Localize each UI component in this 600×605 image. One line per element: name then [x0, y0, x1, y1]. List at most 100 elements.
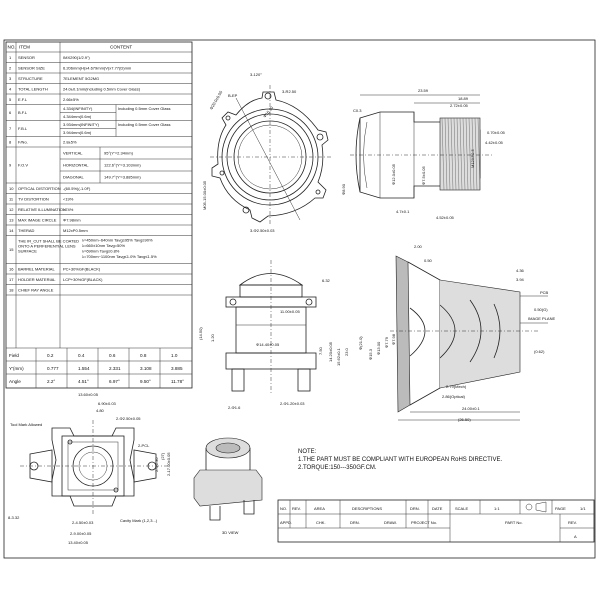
sec-t1: 2.00: [414, 244, 423, 249]
spec-row-content: 6.206mm(H)x4.679mm(V)x7.77(D)mm: [63, 65, 132, 70]
sv-d1: 0.70±0.05: [487, 130, 506, 135]
cra-field-cell: 0.6: [109, 353, 116, 358]
spec-row-item: SENSOR: [18, 55, 35, 60]
spec-row-item: THERAD: [18, 228, 35, 233]
spec-row-no: 6: [9, 110, 12, 115]
spec-row-no: 13: [9, 217, 14, 222]
spec-row-no: 11: [9, 196, 14, 201]
spec-row-item: HOLDER MATERIAL: [18, 277, 56, 282]
sec-r2: 3.94: [516, 277, 525, 282]
cra-angle-cell: 2.2°: [47, 379, 55, 384]
bv-e: (27): [160, 452, 165, 460]
sec-dia5: Φ7.98: [391, 333, 396, 345]
tb-scale: 1:1: [494, 506, 500, 511]
spec-row-no: 7: [9, 126, 12, 131]
sec-pcb: PCB: [540, 290, 549, 295]
spec-row-content: 4.334(INFINITY): [63, 106, 93, 111]
sec-v5: 24.00±0.1: [462, 406, 481, 411]
fv-h3: 7.50: [318, 346, 323, 355]
tb-date: DATE: [432, 506, 443, 511]
spec-row-content: PC+30%GF(BLACK): [63, 266, 101, 271]
bv-k: Cavity Mark (1,2,3...): [120, 518, 158, 523]
spec-row-no: 4: [9, 86, 12, 91]
sv-d2: 4.42±0.05: [485, 140, 504, 145]
spec-row-content: 3.934mm(INFINITY): [63, 122, 100, 127]
tv-c: B-EP: [228, 93, 238, 98]
iso-view: 3D VIEW: [193, 437, 263, 535]
cra-ymm-cell: 0.777: [47, 366, 59, 371]
spec-row-content: M12xP0.5mm: [63, 228, 88, 233]
fv-b1: 2-Φ1.6: [228, 405, 241, 410]
note-2: 2.TORQUE:150---350GF.CM.: [298, 465, 377, 471]
tb-rev2: REV.: [568, 520, 577, 525]
spec-row-content: >74%: [63, 207, 74, 212]
bv-w2: 6.90±0.03: [98, 401, 117, 406]
spec-row-item: STRUCTURE: [18, 76, 43, 81]
col-no: NO.: [8, 45, 16, 50]
spec-row-item: CHIEF RAY ANGLE: [18, 287, 54, 292]
tb-page: 1/1: [580, 506, 586, 511]
cra-ymm-cell: 3.108: [140, 366, 152, 371]
sv-d4: Φ12.0±0.05: [391, 163, 396, 185]
projection-symbol-icon: [525, 501, 547, 513]
spec-row-no: 15: [9, 247, 14, 252]
fov-value: 149.7°(Y'=3.885mm): [104, 175, 141, 180]
fov-label: VERTICAL: [63, 151, 83, 156]
spec-row-no: 14: [9, 228, 14, 233]
spec-row-item: OPTICAL DISTORTION: [18, 186, 61, 191]
tb-rev-val: A: [574, 534, 577, 539]
sv-d6: Φ8.90: [341, 183, 346, 195]
spec-row-content: <19%: [63, 196, 74, 201]
title-block: NO. REV. AREA DESCRIPTIONS DRN. DATE SCA…: [277, 499, 595, 543]
spec-row-content: 7ELEMENT 5G2MG: [63, 76, 99, 81]
bv-w4: 2-Φ2.50±0.05: [116, 416, 141, 421]
sec-v6: (26.50): [458, 417, 471, 422]
spec-row-item: E.F.L: [18, 97, 28, 102]
spec-row-content2: 3.944mm(0.6m): [63, 130, 92, 135]
sec-dia2: Φ15.3: [368, 348, 373, 360]
tv-tol: 3-Φ2.50±0.03: [250, 228, 275, 233]
cra-field-cell: 0.8: [140, 353, 147, 358]
cra-field-cell: 0.2: [47, 353, 54, 358]
spec-row-content: 2.66±5%: [63, 97, 79, 102]
cra-angle-cell: 6.97°: [109, 379, 120, 384]
tb-appd: APPD.: [280, 520, 292, 525]
fov-label: HORIZONTAL: [63, 163, 89, 168]
tv-angle: 3-120°: [250, 72, 262, 77]
tb-page-label: PAGE: [555, 506, 566, 511]
tb-rev: REV.: [292, 506, 301, 511]
side-view-top: 23.59 18.89 2.72±0.05 C0.3 0.70±0.05 4.4…: [341, 88, 506, 220]
fv-w: 11.00±0.05: [280, 309, 300, 314]
spec-row-item: B.F.L: [18, 110, 28, 115]
spec-row-no: 12: [9, 207, 14, 212]
sv-len2: 18.89: [458, 96, 469, 101]
top-view: 3-120° 3-R2.50 B-EP Φ20.0±0.05 Φ15.30 M0…: [202, 72, 332, 233]
front-view: 6.32 11.00±0.05 (14.50) 1.20 Φ14.40±0.05…: [198, 260, 349, 410]
spec-row-no: 2: [9, 65, 12, 70]
spec-row-content: LCP+30%GF(BLACK): [63, 277, 103, 282]
notes: NOTE: 1.THE PART MUST BE COMPLIANT WITH …: [298, 449, 502, 471]
sec-r1: 4.36: [516, 268, 525, 273]
bv-a: Tool Mark Allowed: [10, 422, 42, 427]
spec-row-no: 3: [9, 76, 12, 81]
cra-ymm-cell: 2.331: [109, 366, 121, 371]
bv-i: 13.40±0.05: [68, 540, 89, 545]
fv-b2: 2-Φ1.20±0.03: [280, 401, 305, 406]
spec-row-content: λ=660±10nm Tavg=50%: [82, 243, 125, 248]
tb-draw: DRAW.: [384, 520, 397, 525]
spec-row-content: λ=690nm Tavg≤0.8%: [82, 249, 120, 254]
cra-ymm-cell: 3.885: [171, 366, 183, 371]
bottom-view: 13.60±0.05 6.90±0.03 4.80 2-Φ2.50±0.05 T…: [8, 392, 171, 545]
fv-h1: (14.50): [198, 327, 203, 340]
tb-drn: DRN.: [410, 506, 420, 511]
section-view: 2.00 0.50 4.36 3.94 PCB IMAGE PLANE 0.50…: [358, 244, 555, 422]
spec-row-item: SENSOR SIZE: [18, 65, 45, 70]
spec-row-item: ONTO A PERFERENTIAL LENS: [18, 244, 76, 249]
tb-project: PROJECT No.: [411, 520, 437, 525]
tv-dia: Φ15.30: [262, 105, 275, 119]
sv-len3: 2.72±0.05: [450, 103, 469, 108]
sec-v2: (0.62): [534, 349, 545, 354]
bv-w3: 4.80: [96, 408, 105, 413]
